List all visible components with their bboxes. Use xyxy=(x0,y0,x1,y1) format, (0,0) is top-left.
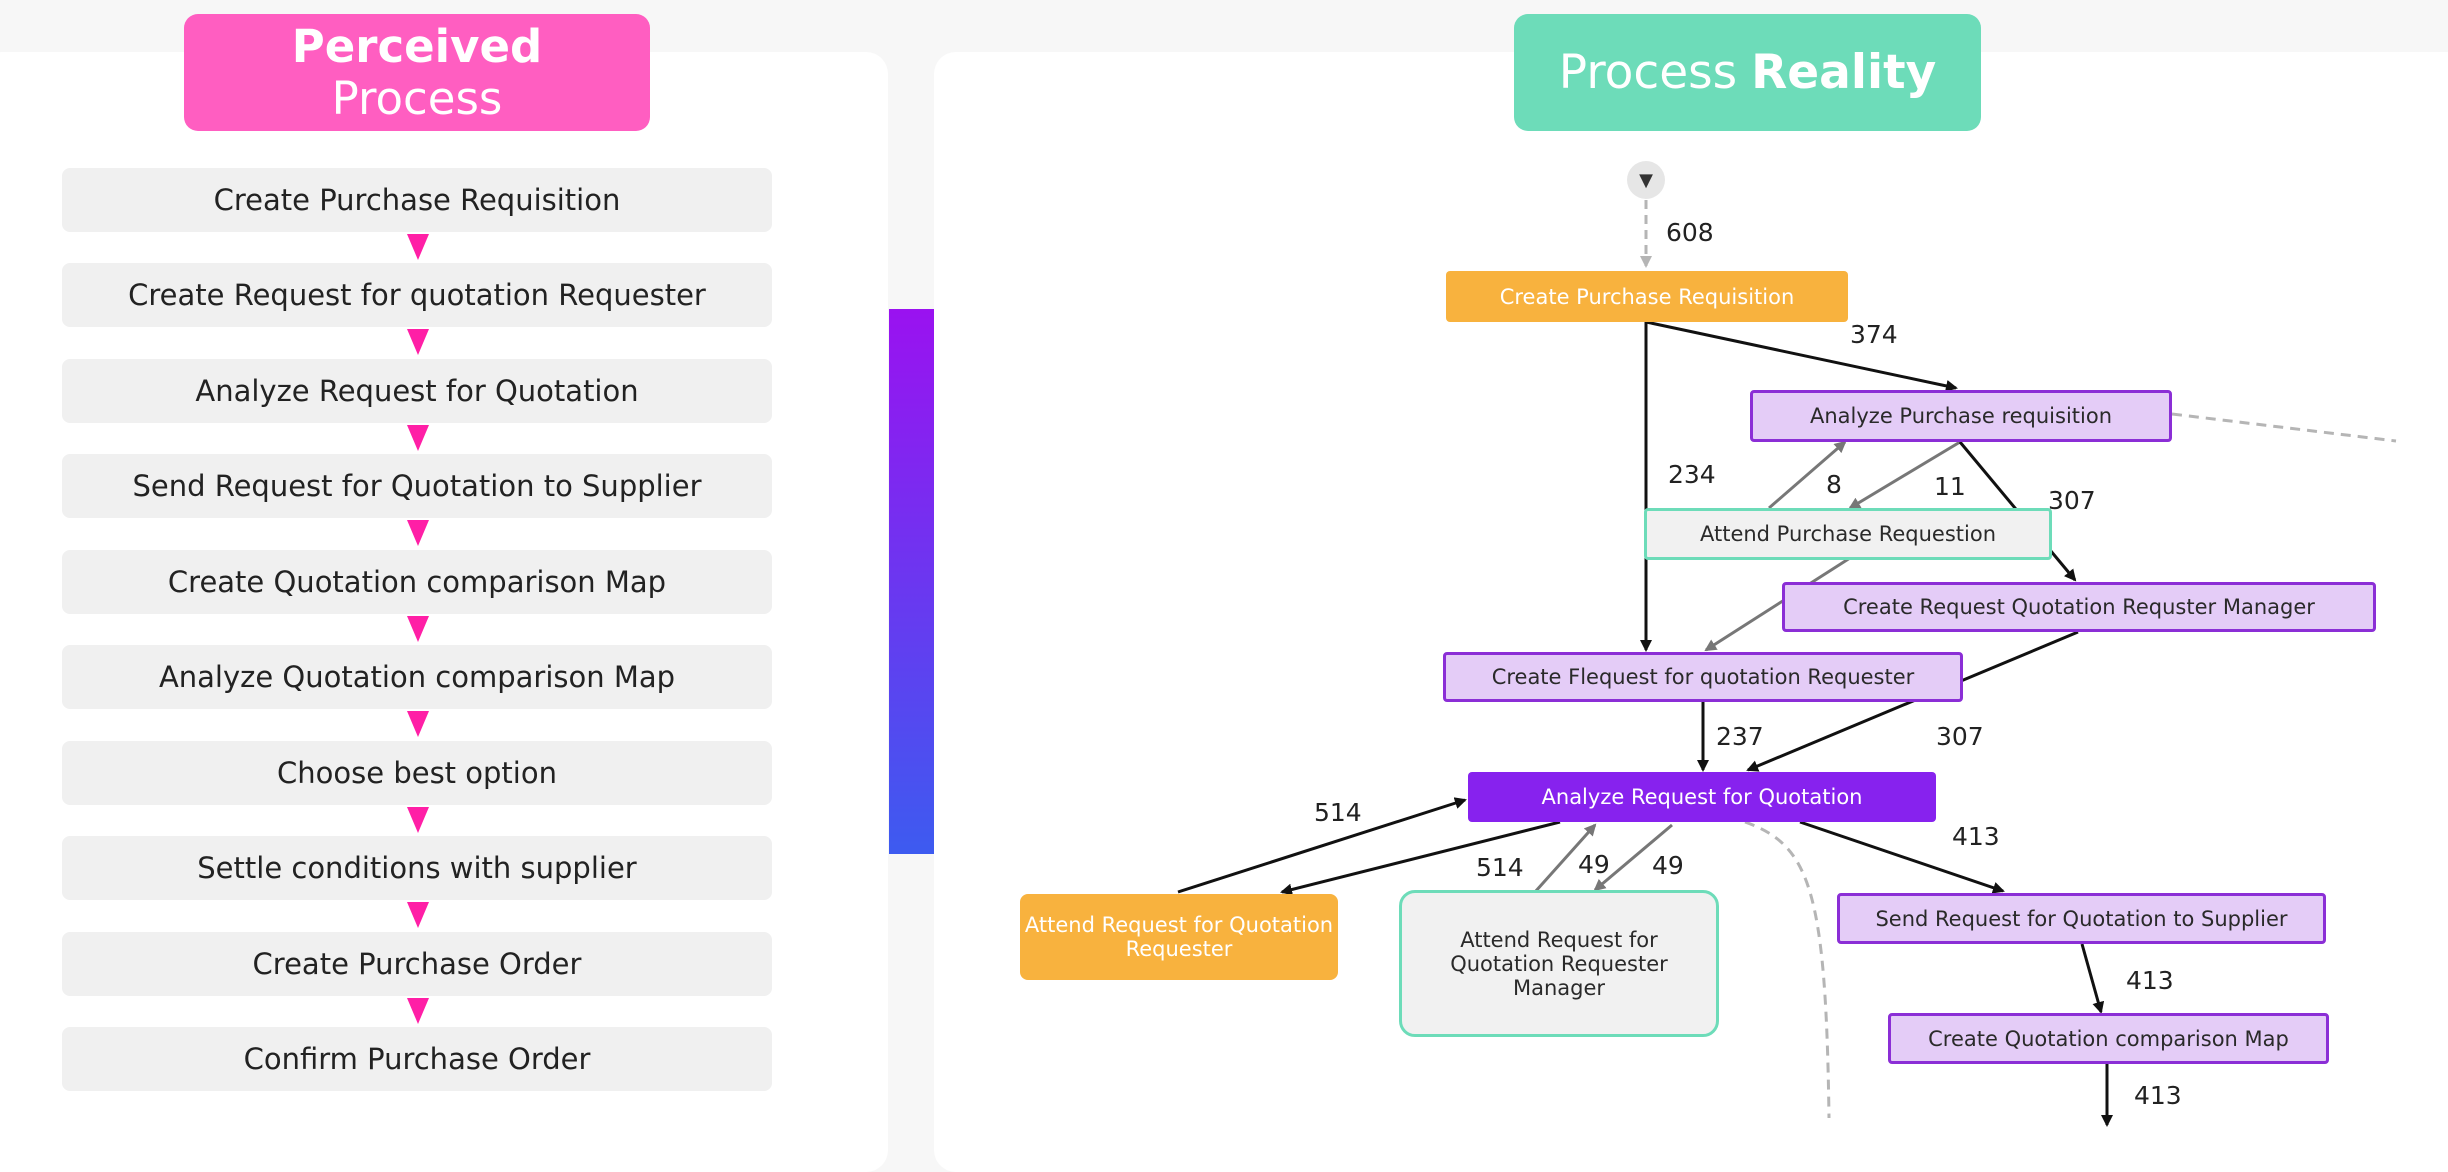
down-arrow-icon xyxy=(407,234,429,260)
down-arrow-icon xyxy=(407,520,429,546)
perceived-title-bold: Perceived xyxy=(291,19,543,73)
reality-title-bold: Reality xyxy=(1751,45,1937,100)
edge-analyze-rfq-send xyxy=(1799,820,2005,894)
node-analyze-purchase-requisition: Analyze Purchase requisition xyxy=(1750,390,2172,442)
edge-attend-analyze xyxy=(1768,440,1847,510)
edge-label: 413 xyxy=(2134,1081,2182,1110)
edge-label: 49 xyxy=(1652,851,1684,880)
down-arrow-icon xyxy=(407,807,429,833)
edge-label: 608 xyxy=(1666,218,1714,247)
edge-label: 514 xyxy=(1476,853,1524,882)
node-create-request-for-quotation-requester: Create Flequest for quotation Requester xyxy=(1443,652,1963,702)
edge-send-qcm xyxy=(2080,943,2105,1014)
edge-dashed-right xyxy=(2171,412,2397,443)
down-arrow-icon xyxy=(407,998,429,1024)
reality-title-light: Process xyxy=(1558,45,1738,100)
perceived-step-3: Analyze Request for Quotation xyxy=(62,359,772,423)
edge-label: 49 xyxy=(1578,850,1610,879)
down-arrow-icon xyxy=(407,711,429,737)
perceived-step-1: Create Purchase Requisition xyxy=(62,168,772,232)
process-reality-banner: Process Reality xyxy=(1514,14,1981,131)
edge-analyze-rfq-attend-req xyxy=(1280,820,1561,896)
start-node-icon: ▼ xyxy=(1627,161,1665,199)
edge-label: 514 xyxy=(1314,798,1362,827)
perceived-title-light: Process xyxy=(331,71,503,125)
node-attend-request-for-quotation-requester-manager: Attend Request for Quotation Requester M… xyxy=(1399,890,1719,1037)
edge-attend-mgr-analyze-rfq xyxy=(1533,823,1597,894)
edge-attend-create-rfq xyxy=(1704,556,1851,652)
edge-label: 374 xyxy=(1850,320,1898,349)
edge-label: 234 xyxy=(1668,460,1716,489)
edge-create-pr-analyze-pr xyxy=(1645,320,1958,392)
edge-analyze-rfq-attend-mgr xyxy=(1593,823,1673,892)
down-arrow-icon xyxy=(407,425,429,451)
perceived-step-6: Analyze Quotation comparison Map xyxy=(62,645,772,709)
perceived-step-2: Create Request for quotation Requester xyxy=(62,263,772,327)
node-create-request-quotation-manager: Create Request Quotation Requster Manage… xyxy=(1782,582,2376,632)
edge-label: 413 xyxy=(2126,966,2174,995)
edge-analyze-attend xyxy=(1848,440,1961,510)
edge-label: 307 xyxy=(1936,722,1984,751)
down-arrow-icon xyxy=(407,616,429,642)
perceived-step-8: Settle conditions with supplier xyxy=(62,836,772,900)
edge-label: 11 xyxy=(1934,472,1966,501)
edge-label: 8 xyxy=(1826,470,1842,499)
down-arrow-icon xyxy=(407,902,429,928)
node-analyze-request-for-quotation: Analyze Request for Quotation xyxy=(1468,772,1936,822)
node-create-quotation-comparison-map: Create Quotation comparison Map xyxy=(1888,1013,2329,1064)
node-attend-request-for-quotation-requester: Attend Request for Quotation Requester xyxy=(1020,894,1338,980)
perceived-step-7: Choose best option xyxy=(62,741,772,805)
edge-label: 307 xyxy=(2048,486,2096,515)
perceived-step-4: Send Request for Quotation to Supplier xyxy=(62,454,772,518)
node-create-purchase-requisition: Create Purchase Requisition xyxy=(1446,271,1848,322)
perceived-step-10: Confirm Purchase Order xyxy=(62,1027,772,1091)
edge-label: 237 xyxy=(1716,722,1764,751)
edge-label: 413 xyxy=(1952,822,2000,851)
divider-gradient-bar xyxy=(889,309,934,854)
perceived-process-banner: Perceived Process xyxy=(184,14,650,131)
node-send-request-for-quotation-to-supplier: Send Request for Quotation to Supplier xyxy=(1837,893,2326,944)
perceived-step-9: Create Purchase Order xyxy=(62,932,772,996)
perceived-step-5: Create Quotation comparison Map xyxy=(62,550,772,614)
down-arrow-icon xyxy=(407,329,429,355)
node-attend-purchase-requestion: Attend Purchase Requestion xyxy=(1644,508,2052,560)
edge-attend-req-analyze-rfq xyxy=(1177,797,1467,894)
edge-dashed-curve xyxy=(1744,820,1831,1119)
